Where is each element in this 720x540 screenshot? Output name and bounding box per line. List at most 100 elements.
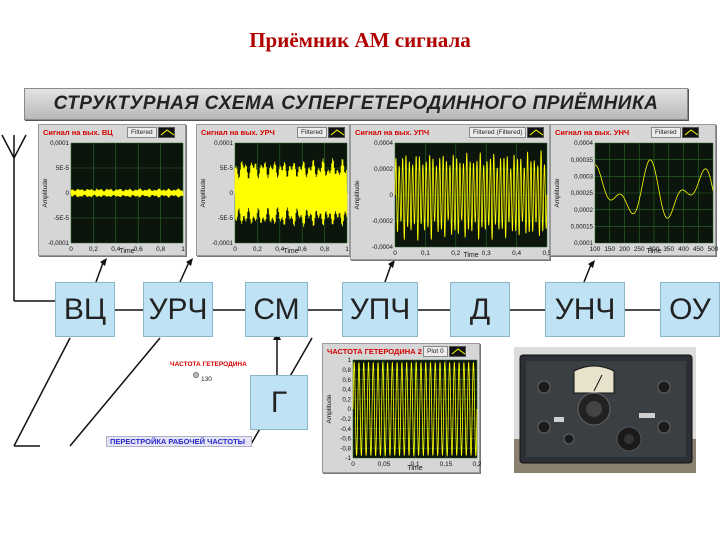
x-tick-label: 0,1 <box>421 250 430 257</box>
y-tick-label: 0,6 <box>342 377 351 384</box>
y-tick-label: 0,00035 <box>571 157 594 164</box>
y-tick-label: 0 <box>230 190 234 197</box>
y-tick-label: 0,0003 <box>574 174 593 181</box>
y-tick-label: 0 <box>390 192 394 199</box>
x-tick-label: 0,15 <box>440 461 453 468</box>
y-axis-label: Amplitude <box>42 178 49 207</box>
y-tick-label: -0,8 <box>340 445 351 452</box>
x-tick-label: 450 <box>693 246 704 253</box>
y-tick-label: 0,2 <box>342 396 351 403</box>
banner-text: СТРУКТУРНАЯ СХЕМА СУПЕРГЕТЕРОДИННОГО ПРИ… <box>53 93 659 114</box>
receiver-illustration <box>514 347 696 473</box>
x-tick-label: 1 <box>345 246 349 253</box>
x-axis-label: Time <box>283 248 298 255</box>
lo-frequency-value: 130 <box>201 376 212 383</box>
y-tick-label: -1 <box>345 455 351 462</box>
series-line-urch <box>234 158 348 227</box>
block-ou: ОУ <box>660 282 720 337</box>
block-upch: УПЧ <box>342 282 418 337</box>
y-tick-label: -0,0004 <box>372 244 394 251</box>
legend-swatch-lo <box>449 346 466 357</box>
x-tick-label: 0,5 <box>542 250 551 257</box>
block-urch: УРЧ <box>143 282 213 337</box>
x-tick-label: 0,2 <box>253 246 262 253</box>
x-tick-label: 150 <box>604 246 615 253</box>
y-tick-label: 0,4 <box>342 387 351 394</box>
y-tick-label: 0,00015 <box>571 224 594 231</box>
y-tick-label: 5E-5 <box>56 165 70 172</box>
x-tick-label: 0,4 <box>111 246 120 253</box>
legend-swatch-vc <box>158 127 175 138</box>
tuning-label: ПЕРЕСТРОЙКА РАБОЧЕЙ ЧАСТОТЫ <box>106 436 252 447</box>
legend-swatch-urch <box>328 127 345 138</box>
x-tick-label: 0,2 <box>451 250 460 257</box>
x-axis-label: Time <box>119 248 134 255</box>
legend-unch: Filtered <box>651 127 681 138</box>
block-sm: СМ <box>245 282 308 337</box>
x-tick-label: 0 <box>69 246 73 253</box>
tune-link-urch <box>69 337 161 447</box>
antenna-arm-left <box>1 134 15 159</box>
x-tick-label: 300 <box>649 246 660 253</box>
block-vc: ВЦ <box>55 282 115 337</box>
series-line-lo <box>352 361 478 457</box>
y-tick-label: 0,0001 <box>214 140 233 147</box>
y-tick-label: 0,0004 <box>374 140 393 147</box>
legend-urch: Filtered <box>297 127 327 138</box>
y-axis-label: Amplitude <box>200 178 207 207</box>
y-tick-label: -5E-5 <box>54 215 70 222</box>
y-axis-label: Amplitude <box>326 394 333 423</box>
x-tick-label: 1 <box>181 246 185 253</box>
x-tick-label: 0,3 <box>482 250 491 257</box>
x-tick-label: 0,4 <box>275 246 284 253</box>
legend-lo: Plot 0 <box>423 346 448 357</box>
y-tick-label: 1 <box>348 357 352 364</box>
x-axis-label: Time <box>407 465 422 472</box>
y-tick-label: 0,0004 <box>574 140 593 147</box>
x-tick-label: 0,2 <box>89 246 98 253</box>
lo-frequency-knob[interactable] <box>193 372 199 378</box>
x-axis-label: Time <box>463 252 478 259</box>
series-line-vc <box>70 187 184 199</box>
y-tick-label: 0 <box>348 406 352 413</box>
chart-title-vc: Сигнал на вых. ВЦ <box>43 128 113 137</box>
x-tick-label: 0,1 <box>410 461 419 468</box>
slide-title: Приёмник АМ сигнала <box>249 28 471 52</box>
block-unch: УНЧ <box>545 282 625 337</box>
y-tick-label: 0 <box>66 190 70 197</box>
y-tick-label: -5E-5 <box>218 215 234 222</box>
y-tick-label: -0,0001 <box>212 240 234 247</box>
x-tick-label: 0 <box>233 246 237 253</box>
y-tick-label: -0,6 <box>340 436 351 443</box>
x-tick-label: 250 <box>634 246 645 253</box>
y-tick-label: 0,0002 <box>374 166 393 173</box>
x-tick-label: 400 <box>678 246 689 253</box>
y-tick-label: -0,0002 <box>372 218 394 225</box>
legend-vc: Filtered <box>127 127 157 138</box>
x-tick-label: 0,6 <box>134 246 143 253</box>
x-tick-label: 0 <box>351 461 355 468</box>
x-axis-label: Time <box>646 248 661 255</box>
y-axis-label: Amplitude <box>354 180 361 209</box>
y-tick-label: -0,4 <box>340 426 351 433</box>
x-tick-label: 0,4 <box>512 250 521 257</box>
x-tick-label: 0,8 <box>320 246 329 253</box>
series-line-unch <box>594 159 714 219</box>
y-tick-label: 5E-5 <box>220 165 234 172</box>
y-tick-label: 0,00025 <box>571 190 594 197</box>
antenna-arm-right <box>13 134 27 159</box>
x-tick-label: 200 <box>619 246 630 253</box>
y-tick-label: 0,0001 <box>574 240 593 247</box>
y-tick-label: -0,0001 <box>48 240 70 247</box>
chart-title-urch: Сигнал на вых. УРЧ <box>201 128 275 137</box>
y-tick-label: -0,2 <box>340 416 351 423</box>
